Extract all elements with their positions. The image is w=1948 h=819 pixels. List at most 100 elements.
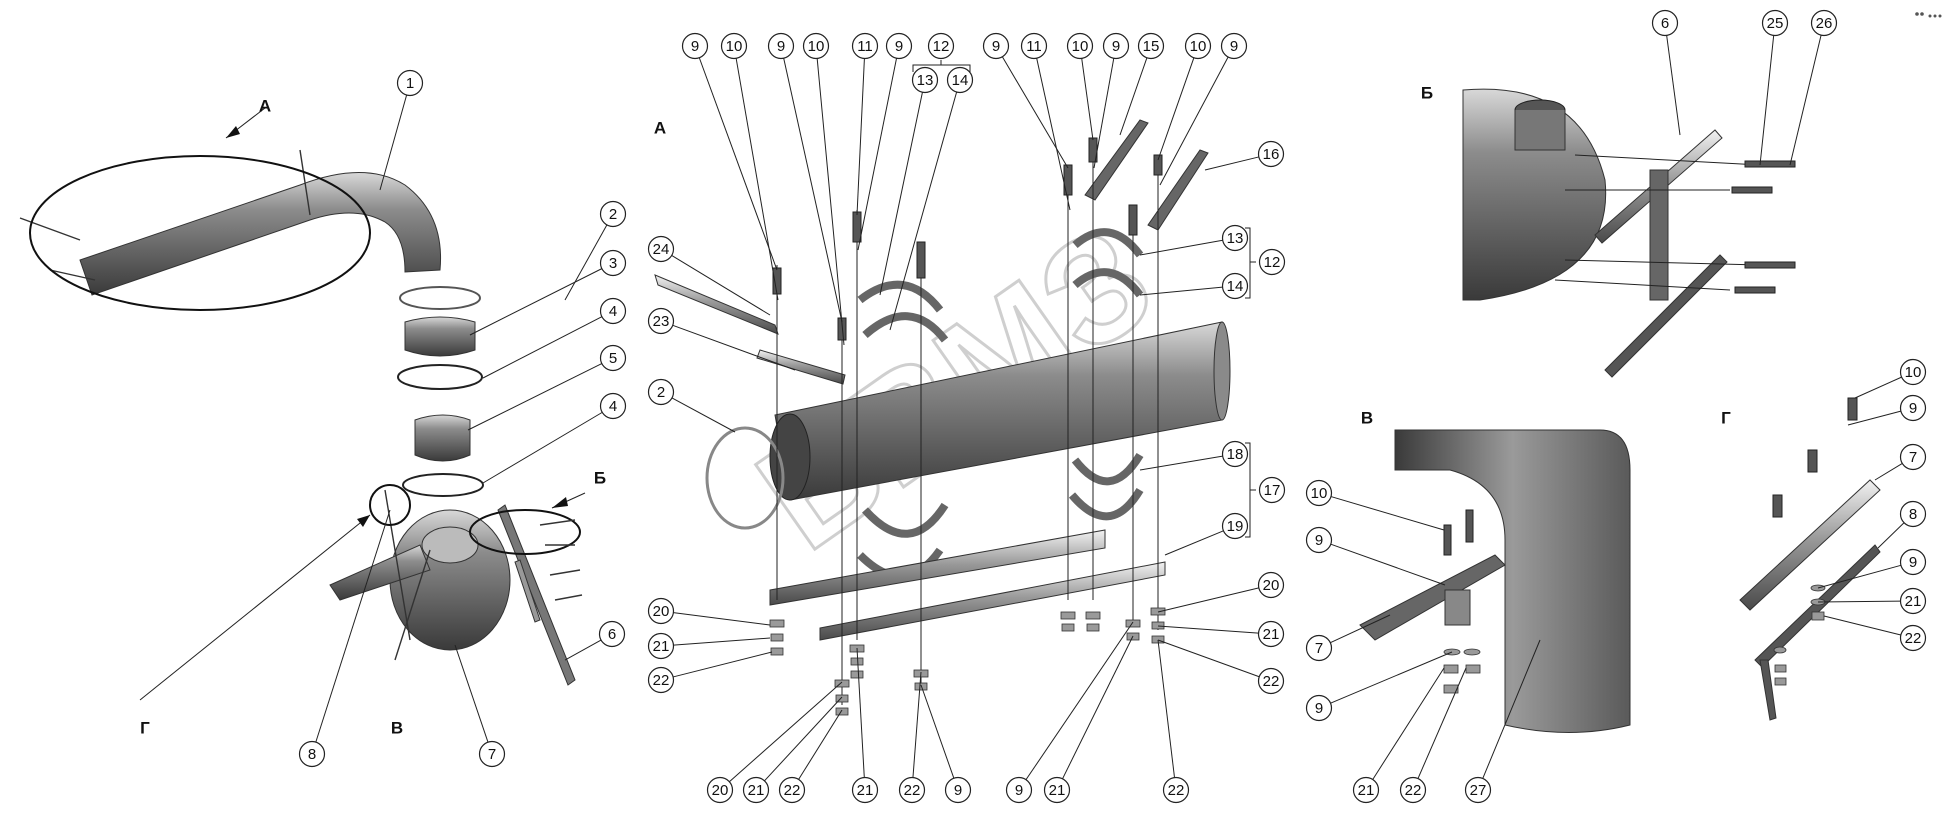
callout-21: 21: [1899, 587, 1927, 615]
callout-7: 7: [478, 740, 506, 768]
leader-line: [1854, 376, 1902, 399]
leader-line: [315, 509, 391, 743]
callout-number: 23: [653, 313, 670, 330]
callout-circle: [1220, 32, 1248, 60]
leader-line: [564, 224, 608, 301]
leader-line: [798, 709, 843, 780]
callout-number: 9: [1112, 38, 1120, 55]
section-label-b-view: Б: [1421, 84, 1433, 103]
callout-number: 22: [1905, 630, 1922, 647]
callout-number: 16: [1263, 146, 1280, 163]
leader-line: [1139, 239, 1223, 256]
callout-number: 21: [1358, 782, 1375, 799]
callout-9: 9: [1305, 694, 1333, 722]
leader-line: [857, 58, 898, 251]
leader-line: [1482, 639, 1541, 779]
callout-number: 13: [917, 72, 934, 89]
callout-number: 3: [609, 255, 617, 272]
callout-circle: [599, 344, 627, 372]
callout-21: 21: [1257, 620, 1285, 648]
callout-number: 9: [992, 38, 1000, 55]
leader-line: [879, 92, 923, 296]
callout-9: 9: [1305, 526, 1333, 554]
strap-part-24: [654, 274, 779, 335]
leader-line: [1164, 530, 1224, 556]
callout-25: 25: [1761, 9, 1789, 37]
leader-line: [1036, 58, 1071, 211]
leader-line: [564, 639, 602, 661]
callout-number: 10: [808, 38, 825, 55]
callout-circle: [1464, 776, 1492, 804]
callout-circle: [851, 776, 879, 804]
bracket-part-6: [497, 504, 576, 686]
callout-4: 4: [599, 392, 627, 420]
callout-circle: [1305, 526, 1333, 554]
callout-number: 10: [1311, 485, 1328, 502]
callout-12: 12: [927, 32, 955, 60]
leader-line: [1417, 667, 1467, 779]
leader-line: [673, 612, 771, 626]
leader-line: [1330, 614, 1391, 644]
leader-line: [1119, 57, 1148, 136]
callout-circle: [599, 297, 627, 325]
callout-circle: [1305, 694, 1333, 722]
leader-line: [1666, 35, 1681, 136]
callout-number: 9: [1909, 400, 1917, 417]
leader-line: [912, 671, 922, 778]
rail-part-19: [769, 529, 1106, 606]
leader-line: [671, 255, 771, 316]
callout-number: 5: [609, 350, 617, 367]
callout-7: 7: [1899, 443, 1927, 471]
callout-20: 20: [647, 597, 675, 625]
callout-number: 22: [904, 782, 921, 799]
callout-circle: [946, 66, 974, 94]
callout-number: 21: [1905, 593, 1922, 610]
leader-line: [1330, 496, 1445, 531]
callout-circle: [647, 632, 675, 660]
callout-number: 20: [712, 782, 729, 799]
callout-15: 15: [1137, 32, 1165, 60]
view-g-assembly: [1739, 397, 1881, 721]
callout-circle: [1399, 776, 1427, 804]
leader-line: [1062, 635, 1134, 780]
callout-number: 21: [857, 782, 874, 799]
callout-number: 12: [933, 38, 950, 55]
callout-9: 9: [885, 32, 913, 60]
section-label-v-overview: В: [391, 719, 403, 738]
callout-circle: [778, 776, 806, 804]
callout-number: 21: [1263, 626, 1280, 643]
callout-number: 8: [308, 746, 316, 763]
view-v-assembly: [1359, 429, 1631, 733]
leader-line: [1823, 615, 1901, 636]
callout-circle: [927, 32, 955, 60]
callout-number: 4: [609, 398, 617, 415]
bracket-part-16: [1147, 149, 1209, 231]
callout-circle: [396, 69, 424, 97]
callout-number: 7: [488, 746, 496, 763]
leader-line: [1157, 639, 1260, 678]
callout-number: 11: [1026, 38, 1042, 55]
callout-10: 10: [1305, 479, 1333, 507]
callout-number: 20: [653, 603, 670, 620]
blower-inlet-pipe: [329, 544, 431, 601]
leader-line: [1139, 286, 1223, 296]
leader-line: [469, 268, 603, 336]
callout-number: 22: [784, 782, 801, 799]
callout-9: 9: [982, 32, 1010, 60]
leader-line: [1001, 56, 1069, 169]
corner-marks: [1915, 12, 1942, 18]
leader-line: [1157, 587, 1259, 613]
section-label-g-view: Г: [1721, 409, 1731, 428]
callout-circle: [706, 776, 734, 804]
callout-23: 23: [647, 307, 675, 335]
leader-line: [1759, 35, 1775, 166]
callout-number: 13: [1227, 230, 1244, 247]
section-label-g-overview: Г: [140, 719, 150, 738]
callout-22: 22: [1399, 776, 1427, 804]
callout-9: 9: [1102, 32, 1130, 60]
callout-22: 22: [1257, 667, 1285, 695]
callout-circle: [1257, 667, 1285, 695]
callout-27: 27: [1464, 776, 1492, 804]
leader-line: [889, 91, 958, 331]
